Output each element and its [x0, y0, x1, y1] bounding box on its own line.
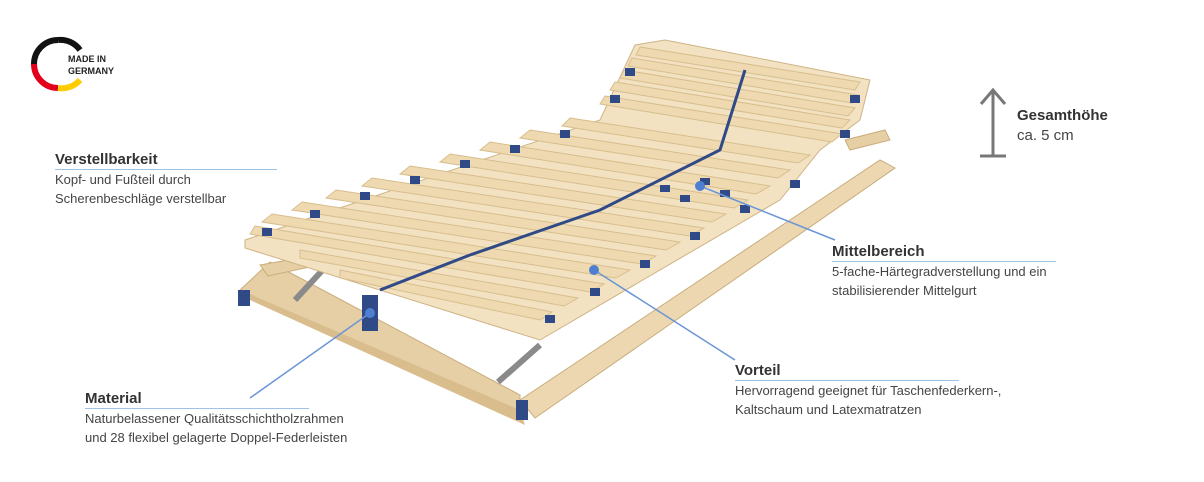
feature-line-1: Hervorragend geeignet für Taschenfederke… — [735, 383, 1002, 398]
feature-center: Mittelbereich 5-fache-Härtegradverstellu… — [832, 243, 1056, 300]
callout-dots — [365, 181, 705, 318]
badge-line-2: GERMANY — [68, 66, 115, 76]
feature-line-2: und 28 flexibel gelagerte Doppel-Federle… — [85, 430, 348, 445]
height-value: ca. 5 cm — [1017, 127, 1074, 144]
callout-lines — [249, 185, 836, 399]
center-belt — [379, 69, 747, 292]
made-in-germany-text: MADE IN GERMANY — [68, 53, 114, 77]
feature-adjustability: Verstellbarkeit Kopf- und Fußteil durch … — [55, 151, 277, 208]
divider — [55, 169, 277, 170]
feature-advantage: Vorteil Hervorragend geeignet für Tasche… — [735, 362, 1001, 419]
badge-line-1: MADE IN — [68, 54, 106, 64]
divider — [832, 261, 1056, 262]
divider — [735, 380, 959, 381]
height-info: Gesamthöhe ca. 5 cm — [1017, 107, 1108, 144]
slat-caps — [262, 68, 860, 323]
feature-line-2: Kaltschaum und Latexmatratzen — [735, 402, 922, 417]
feature-title: Vorteil — [735, 362, 781, 379]
feature-title: Verstellbarkeit — [55, 151, 158, 168]
feature-line-1: 5-fache-Härtegradverstellung und ein — [832, 264, 1047, 279]
arrow-up-icon — [979, 87, 1007, 158]
feature-line-2: stabilisierender Mittelgurt — [832, 283, 977, 298]
slats — [249, 46, 861, 321]
feature-line-1: Kopf- und Fußteil durch — [55, 172, 191, 187]
feature-title: Material — [85, 390, 142, 407]
feature-line-2: Scherenbeschläge verstellbar — [55, 191, 227, 206]
divider — [85, 408, 309, 409]
feature-title: Mittelbereich — [832, 243, 925, 260]
height-label: Gesamthöhe — [1017, 107, 1108, 124]
feature-material: Material Naturbelassener Qualitätsschich… — [85, 390, 347, 447]
feature-line-1: Naturbelassener Qualitätsschichtholzrahm… — [85, 411, 344, 426]
